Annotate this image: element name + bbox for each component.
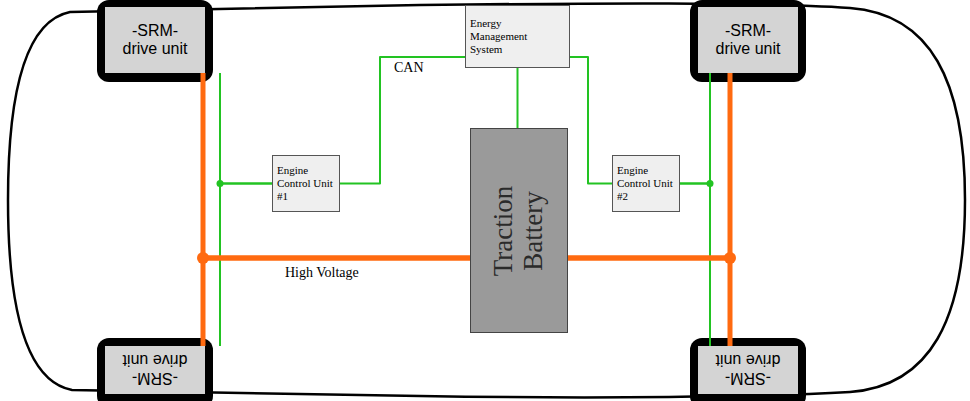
edge-label: CAN [392, 60, 426, 76]
node-label: -SRM- drive unit [710, 352, 786, 387]
battery-box: Traction Battery [470, 128, 568, 333]
junction-dot [197, 252, 209, 264]
drive-unit-box: -SRM- drive unit [698, 7, 798, 73]
node-label: -SRM- drive unit [117, 22, 193, 57]
node-label: -SRM- drive unit [710, 22, 786, 57]
junction-dot [707, 180, 714, 187]
node-label: -SRM- drive unit [117, 352, 193, 387]
can-bus-line [517, 68, 519, 128]
drive-unit-box: -SRM- drive unit [698, 346, 798, 394]
can-bus-line [680, 184, 710, 347]
management-box: Energy Management System [465, 5, 570, 68]
edge-label: High Voltage [283, 265, 361, 281]
node-label: Engine Control Unit #2 [617, 164, 673, 204]
tire [690, 0, 806, 82]
can-bus-line [340, 57, 465, 184]
can-bus-line [680, 73, 710, 184]
junction-dot [217, 180, 224, 187]
tire [97, 338, 213, 401]
node-label: Energy Management System [470, 17, 542, 57]
junction-dot [724, 252, 736, 264]
control-unit-box: Engine Control Unit #1 [272, 155, 340, 212]
drive-unit-box: -SRM- drive unit [105, 346, 205, 394]
can-bus-line [570, 57, 612, 184]
node-label: Engine Control Unit #1 [277, 164, 333, 204]
drive-unit-box: -SRM- drive unit [105, 7, 205, 73]
control-unit-box: Engine Control Unit #2 [612, 155, 680, 212]
high-voltage-line [568, 73, 730, 258]
can-bus-line [220, 184, 272, 347]
tire [97, 0, 213, 82]
node-label: Traction Battery [489, 185, 548, 276]
high-voltage-line [568, 258, 730, 346]
tire [690, 338, 806, 401]
high-voltage-line [203, 258, 470, 346]
can-bus-line [220, 73, 272, 184]
high-voltage-line [203, 73, 470, 258]
